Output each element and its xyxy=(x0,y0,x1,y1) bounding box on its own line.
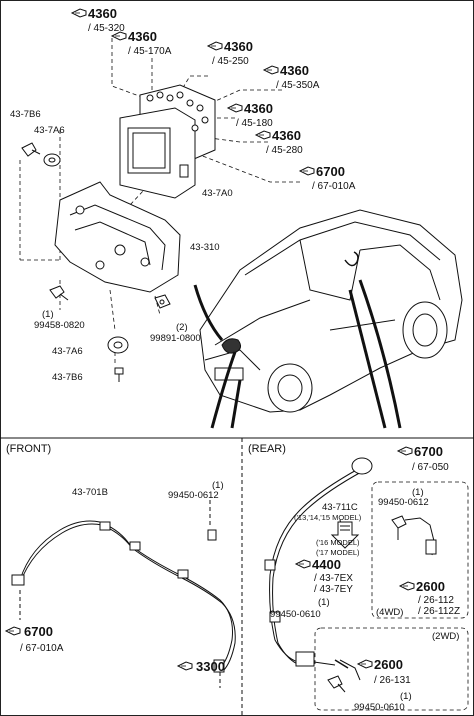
part-43-711c-models: ('13,'14,'15 MODEL) xyxy=(294,513,362,522)
rear-4wd-sensor xyxy=(391,515,437,556)
ref-r5-number: 4360 xyxy=(244,101,273,116)
vehicle-silhouette xyxy=(199,209,463,413)
ref-r2-sub: / 45-170A xyxy=(128,46,172,57)
model-16-label: ('16 MODEL) xyxy=(316,538,360,547)
part-99458-0820: 99458-0820 xyxy=(34,320,85,331)
ref-r9-sub2: / 43-7EY xyxy=(314,584,353,595)
part-43-7b6-bot: 43-7B6 xyxy=(52,372,83,383)
ref-r3-number: 4360 xyxy=(224,39,253,54)
part-99458-qty: (1) xyxy=(42,309,54,320)
ref-r10-sub2: / 26-112Z xyxy=(418,606,461,617)
ref-r9-sub: / 43-7EX xyxy=(314,573,353,584)
part-43-711c: 43-711C xyxy=(322,502,358,513)
ref-r5-sub: / 45-180 xyxy=(236,118,273,129)
part-99450-0610b: 99450-0610 xyxy=(354,702,405,713)
label-4wd: (4WD) xyxy=(376,607,404,618)
part-43-7a6-top: 43-7A6 xyxy=(34,125,65,136)
ref-r6-number: 4360 xyxy=(272,128,301,143)
ref-r6-sub: / 45-280 xyxy=(266,145,303,156)
section-front-label: (FRONT) xyxy=(6,443,52,455)
ref-r4-sub: / 45-350A xyxy=(276,80,320,91)
ref-r13-number: 2600 xyxy=(374,657,403,672)
ref-r8-sub: / 67-050 xyxy=(412,462,449,473)
rear-2wd-sensor xyxy=(327,659,361,693)
location-pointers xyxy=(193,279,402,429)
ref-r1-sub: / 45-320 xyxy=(88,23,125,34)
model-17-label: ('17 MODEL) xyxy=(316,548,360,557)
ref-r12-number: 3300 xyxy=(196,659,225,674)
ref-r1-number: 4360 xyxy=(88,6,117,21)
ref-r7-number: 6700 xyxy=(316,164,345,179)
fasteners xyxy=(21,142,171,382)
part-99450-0610b-qty: (1) xyxy=(400,691,412,702)
part-43-7b6-top: 43-7B6 xyxy=(10,109,41,120)
ref-r2-number: 4360 xyxy=(128,29,157,44)
part-99450-rear-qty: (1) xyxy=(412,487,424,498)
ref-r3-sub: / 45-250 xyxy=(212,56,249,67)
part-99450-0610-qty: (1) xyxy=(318,597,330,608)
part-99450-0612-front: 99450-0612 xyxy=(168,490,219,501)
ref-r11-sub: / 67-010A xyxy=(20,643,64,654)
part-99891-qty: (2) xyxy=(176,322,188,333)
ref-r7-sub: / 67-010A xyxy=(312,181,356,192)
part-99891-0800: 99891-0800 xyxy=(150,333,201,344)
abs-bracket xyxy=(54,181,181,293)
part-99450-0612-rear: 99450-0612 xyxy=(378,497,429,508)
part-99450-front-qty: (1) xyxy=(212,480,224,491)
ref-r10-sub: / 26-112 xyxy=(418,595,454,606)
section-dividers xyxy=(0,437,474,716)
ref-r11-number: 6700 xyxy=(24,624,53,639)
drive-variant-boxes xyxy=(314,481,469,711)
ref-r10-number: 2600 xyxy=(416,579,445,594)
part-43-7a0: 43-7A0 xyxy=(202,188,233,199)
part-43-701b: 43-701B xyxy=(72,487,108,498)
part-99450-0610: 99450-0610 xyxy=(270,609,321,620)
front-sensor-harness xyxy=(11,500,236,688)
ref-r13-sub: / 26-131 xyxy=(374,675,411,686)
abs-hydraulic-unit xyxy=(119,84,216,199)
part-43-7a6-bot: 43-7A6 xyxy=(52,346,83,357)
model-change-arrow xyxy=(330,521,360,549)
part-43-310: 43-310 xyxy=(190,242,220,253)
ref-r8-number: 6700 xyxy=(414,444,443,459)
section-rear-label: (REAR) xyxy=(248,443,286,455)
ref-r9-number: 4400 xyxy=(312,557,341,572)
ref-r4-number: 4360 xyxy=(280,63,309,78)
label-2wd: (2WD) xyxy=(432,631,460,642)
